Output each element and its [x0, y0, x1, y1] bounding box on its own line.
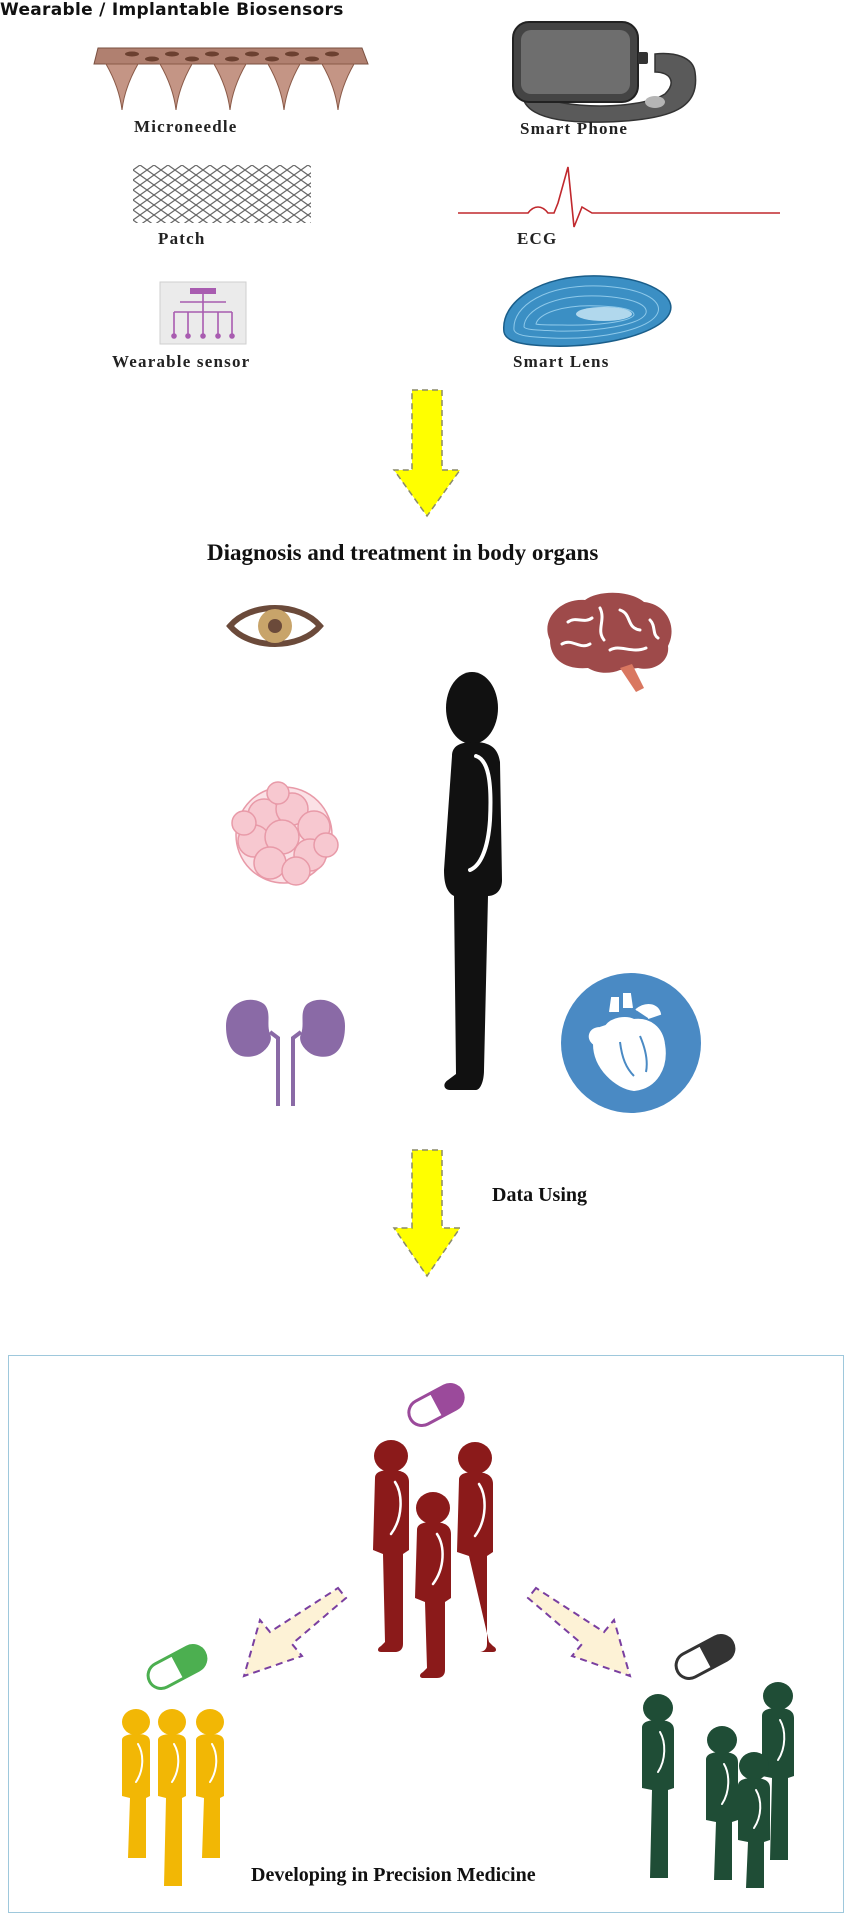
pill-left-icon: [146, 1644, 208, 1690]
sensor-label-patch: Patch: [158, 229, 206, 248]
people-group-right: [642, 1682, 794, 1888]
down-arrow-1: [392, 389, 462, 518]
human-figure-icon: [444, 672, 502, 1090]
sensor-label-smartphone: Smart Phone: [520, 119, 629, 138]
eye-icon: [226, 605, 324, 647]
pill-right-icon: [674, 1634, 736, 1680]
brain-icon: [547, 592, 672, 692]
people-group-center: [373, 1440, 496, 1678]
sensor-label-ecg: ECG: [517, 229, 558, 248]
precision-medicine-label: Developing in Precision Medicine: [251, 1864, 536, 1886]
sensor-label-lens: Smart Lens: [513, 352, 610, 371]
smart-lens-icon: [503, 275, 672, 347]
patch-mesh-icon: [133, 165, 311, 223]
organs-heading: Diagnosis and treatment in body organs: [207, 540, 599, 565]
precision-medicine-panel: [8, 1355, 844, 1913]
smartwatch-icon: [512, 21, 697, 123]
page-title: Wearable / Implantable Biosensors: [0, 0, 344, 20]
down-arrow-2: [392, 1149, 462, 1278]
ecg-wave-icon: [458, 166, 780, 228]
microneedle-icon: [93, 47, 369, 111]
cell-cluster-icon: [231, 781, 339, 886]
kidney-icon: [226, 999, 345, 1106]
diagonal-arrow-right: [526, 1586, 632, 1678]
wearable-sensor-icon: [159, 281, 247, 345]
pill-center-icon: [407, 1382, 465, 1428]
people-group-left: [122, 1709, 224, 1886]
data-using-label: Data Using: [492, 1184, 588, 1206]
sensor-label-wearable: Wearable sensor: [112, 352, 251, 371]
sensor-label-microneedle: Microneedle: [134, 117, 238, 136]
diagonal-arrow-left: [242, 1586, 348, 1678]
heart-icon: [561, 973, 701, 1113]
